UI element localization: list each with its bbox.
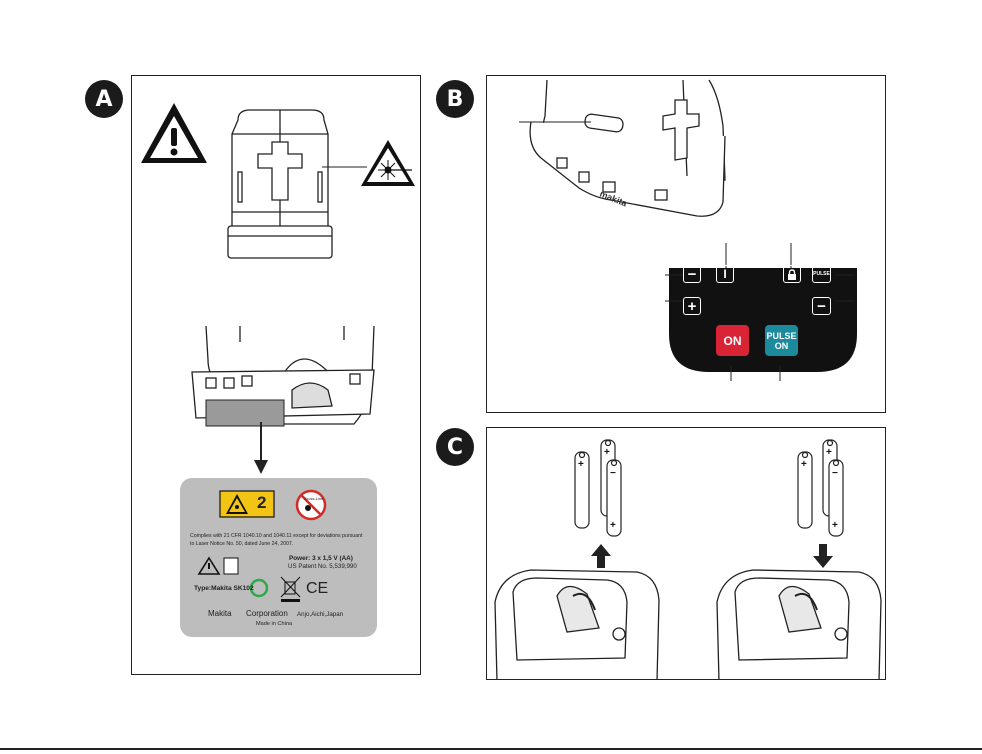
line-key[interactable]: I (716, 265, 734, 283)
control-panel (669, 268, 857, 372)
panel-c-drawing (494, 439, 882, 679)
device-battery-compartment-right (716, 569, 882, 679)
pulse-minus-key[interactable]: − (812, 297, 831, 315)
battery-plus-mark: + (826, 447, 832, 458)
no-laser-sign-text: Cross-Line (304, 496, 324, 501)
compliance-text-line1: Complies with 21 CFR 1040.10 and 1040.11… (190, 533, 363, 539)
section-badge-a: A (85, 80, 123, 118)
battery-plus-mark: + (610, 520, 616, 531)
batteries-insertion (797, 439, 844, 537)
minus-key[interactable]: − (683, 265, 701, 283)
batteries-removal (574, 439, 622, 537)
lock-key[interactable] (783, 265, 801, 283)
label-location (205, 399, 285, 427)
panel-c: + + − + + + − + (486, 427, 886, 680)
label-plate-graphics (197, 489, 327, 602)
company-name-corporation: Corporation (246, 609, 288, 618)
company-name: Makita (208, 609, 232, 618)
lock-icon (788, 268, 796, 280)
battery-plus-mark: + (801, 459, 807, 470)
laser-radiation-icon (361, 140, 415, 186)
battery-minus-mark: − (610, 468, 616, 479)
arrow-down-icon (813, 544, 833, 568)
company-location: Anjo,Aichi,Japan (297, 611, 344, 618)
model-type: Type:Makita SK102 (194, 585, 254, 592)
on-button[interactable]: ON (716, 325, 749, 356)
pulse-on-button[interactable]: PULSE ON (765, 325, 798, 356)
warning-triangle-icon (141, 103, 207, 163)
panel-b: makita − I PULSE + − ON PULSE ON (486, 75, 886, 413)
pulse-on-label-line2: ON (774, 340, 789, 351)
made-in: Made in China (256, 621, 293, 627)
battery-plus-mark: + (604, 447, 610, 458)
panel-a-drawing (141, 103, 415, 474)
arrow-up-icon (591, 544, 611, 568)
battery-plus-mark: + (832, 520, 838, 531)
compliance-text-line2: to Laser Notice No. 50, dated June 24, 2… (190, 541, 294, 547)
section-badge-b: B (436, 80, 474, 118)
device-battery-compartment-left (494, 569, 660, 679)
plus-key[interactable]: + (683, 297, 701, 315)
pulse-on-label-line1: PULSE (766, 330, 797, 341)
section-badge-c: C (436, 428, 474, 466)
pulse-key[interactable]: PULSE (812, 265, 831, 283)
label-plate: 2 Cross-Line Complies with 21 CFR 1040.1… (180, 478, 377, 637)
laser-device-top (529, 79, 726, 217)
power-rating: Power: 3 x 1,5 V (AA) (289, 555, 353, 562)
ce-mark: CE (306, 580, 329, 597)
page-bottom-rule (0, 748, 982, 750)
battery-plus-mark: + (578, 459, 584, 470)
panel-b-drawing: makita (519, 79, 857, 381)
laser-class-number: 2 (257, 493, 267, 512)
patent-number: US Patent No. 5,539,990 (288, 563, 357, 570)
laser-device-front (227, 109, 333, 259)
battery-minus-mark: − (832, 468, 838, 479)
